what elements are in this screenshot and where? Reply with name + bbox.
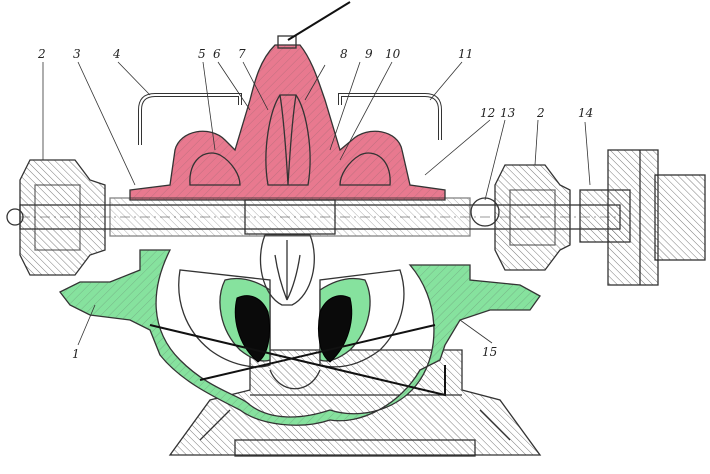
- label-11: 11: [458, 47, 473, 61]
- bypass-pipes: [138, 93, 442, 145]
- label-14: 14: [578, 106, 593, 120]
- label-2-right: 2: [536, 106, 545, 120]
- label-1: 1: [72, 347, 80, 361]
- label-7: 7: [238, 47, 246, 61]
- label-4: 4: [112, 47, 121, 61]
- label-8: 8: [340, 47, 348, 61]
- label-5: 5: [198, 47, 206, 61]
- leader-lines: [42, 61, 591, 346]
- part-labels: 2 3 4 5 6 7 8 9 10 11 12 13 2 14 1 15: [37, 47, 593, 361]
- label-9: 9: [365, 47, 373, 61]
- label-12: 12: [480, 106, 495, 120]
- label-15: 15: [482, 345, 497, 359]
- pump-base: [168, 349, 542, 457]
- annotation-lines: [149, 1, 446, 397]
- right-volute-cavity: [317, 295, 353, 363]
- label-3: 3: [73, 47, 81, 61]
- upper-casing: [129, 35, 446, 201]
- label-13: 13: [500, 106, 516, 120]
- impeller-lower: [259, 234, 315, 306]
- label-6: 6: [213, 47, 221, 61]
- right-bearing: [470, 164, 571, 271]
- left-volute-cavity: [234, 295, 271, 363]
- left-bearing: [6, 159, 106, 276]
- label-2-left: 2: [37, 47, 46, 61]
- coupling: [579, 149, 706, 286]
- label-10: 10: [385, 47, 401, 61]
